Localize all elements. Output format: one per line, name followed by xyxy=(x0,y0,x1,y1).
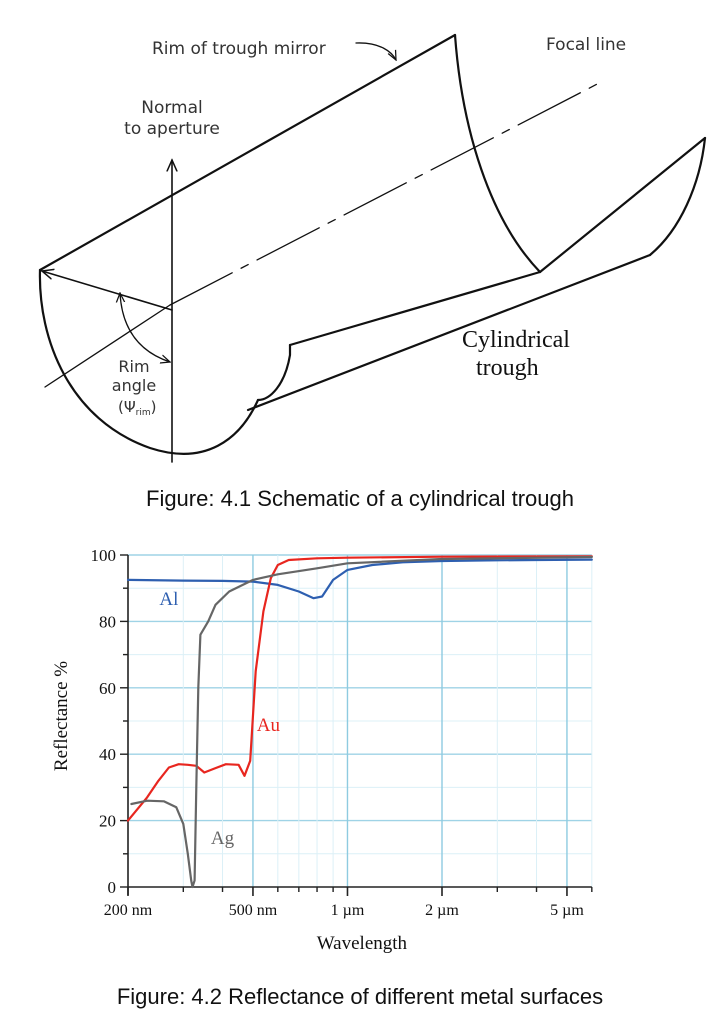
chart-series xyxy=(126,555,593,889)
x-tick-label: 500 nm xyxy=(229,902,278,919)
trough-schematic-diagram: Rim of trough mirror Focal line Normal t… xyxy=(38,33,707,463)
series-line-ag xyxy=(130,555,593,889)
focal-line-label: Focal line xyxy=(546,35,626,55)
focal-line xyxy=(44,304,171,388)
rim-of-trough-mirror-label: Rim of trough mirror xyxy=(152,39,326,59)
x-tick-label: 5 µm xyxy=(550,902,584,919)
y-tick-label: 20 xyxy=(99,812,116,831)
rim-angle-label-line1: Rim xyxy=(118,357,149,376)
normal-label-line2: to aperture xyxy=(124,119,220,139)
x-tick-label: 2 µm xyxy=(425,902,459,919)
upper-rim-edge xyxy=(38,33,457,272)
series-label-al: Al xyxy=(159,589,178,610)
far-end-curve-upper xyxy=(453,33,542,274)
x-axis-title: Wavelength xyxy=(317,933,408,954)
reflectance-chart: 0 20 40 60 80 100 200 nm 500 nm 1 µm 2 µm 5 µm Wave… xyxy=(51,546,593,954)
cylindrical-trough-label-line1: Cylindrical xyxy=(462,327,570,353)
figure-4-2-caption: Figure: 4.2 Reflectance of different met… xyxy=(116,984,604,1009)
rim-angle-arc xyxy=(120,293,170,362)
figure-4-1-caption: Figure: 4.1 Schematic of a cylindrical t… xyxy=(146,486,574,511)
rim-angle-label-line2: angle xyxy=(112,376,156,395)
right-rim-edge xyxy=(538,136,707,274)
series-line-au xyxy=(126,555,593,822)
chart-grid xyxy=(128,554,593,887)
far-end-curve-lower xyxy=(648,136,707,257)
chart-axes: 0 20 40 60 80 100 200 nm 500 nm 1 µm 2 µm 5 µm Wave… xyxy=(51,546,593,954)
rim-mirror-pointer xyxy=(355,42,396,60)
series-label-ag: Ag xyxy=(211,828,235,849)
x-tick-label: 1 µm xyxy=(331,902,365,919)
y-axis-title: Reflectance % xyxy=(51,661,72,771)
x-tick-label: 200 nm xyxy=(104,902,153,919)
focal-line-dashed xyxy=(169,79,606,306)
series-line-al xyxy=(126,558,593,600)
near-end-parabola xyxy=(38,268,260,455)
rim-angle-symbol: (Ψrim) xyxy=(118,398,157,418)
y-tick-label: 80 xyxy=(99,612,116,631)
y-tick-label: 40 xyxy=(99,745,116,764)
near-notch xyxy=(256,343,292,402)
y-tick-label: 60 xyxy=(99,679,116,698)
inner-rim-edge xyxy=(288,270,542,347)
rim-ray-arrow xyxy=(42,271,173,311)
cylindrical-trough-label-line2: trough xyxy=(476,355,539,381)
bottom-outer-edge xyxy=(246,253,652,412)
y-tick-label: 100 xyxy=(91,546,117,565)
normal-label-line1: Normal xyxy=(141,98,203,118)
series-label-au: Au xyxy=(257,715,281,736)
y-tick-label: 0 xyxy=(108,878,117,897)
